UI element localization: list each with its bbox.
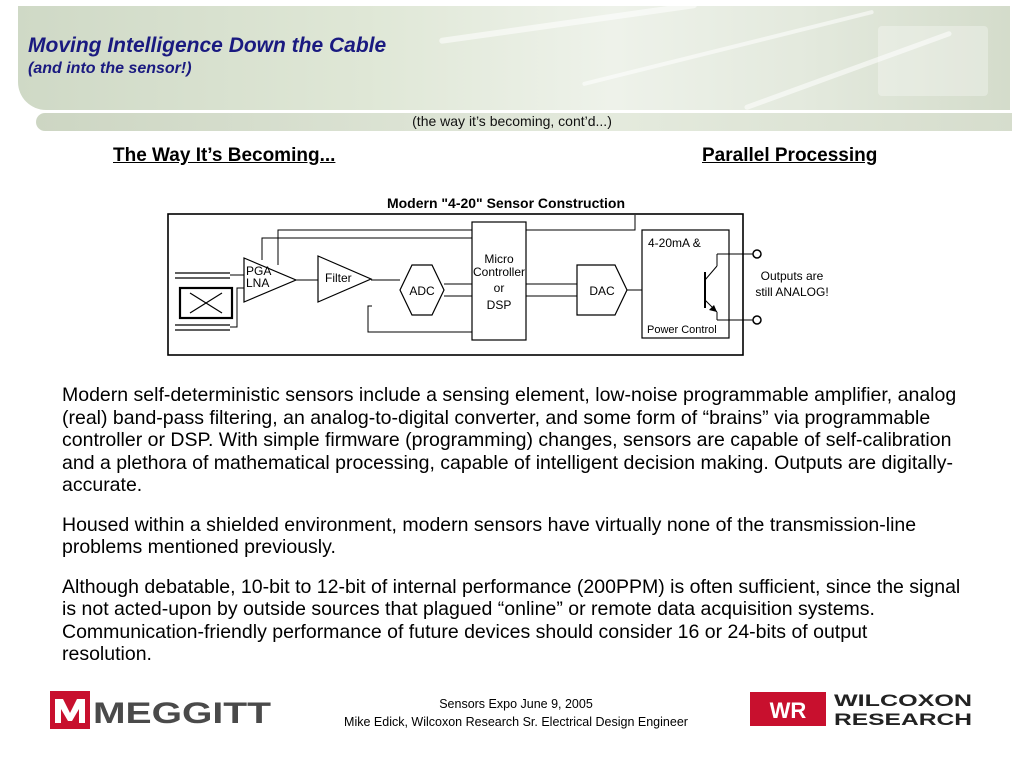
paragraph-1: Modern self-deterministic sensors includ… (62, 384, 957, 496)
filter-block (317, 255, 373, 303)
adc-label: ADC (409, 284, 435, 298)
left-section-heading: The Way It’s Becoming... (113, 145, 336, 166)
page-title: Moving Intelligence Down the Cable (28, 34, 387, 57)
page-subtitle: (and into the sensor!) (28, 60, 192, 77)
sensor-enclosure (167, 213, 744, 356)
sensor-block-diagram: PGA LNA Filter ADC Micro Controller or D… (167, 213, 829, 356)
wilcoxon-mark: WR (770, 698, 807, 723)
filter-label: Filter (325, 271, 352, 285)
current-loop-label-top: 4-20mA & (648, 236, 701, 250)
right-section-heading: Parallel Processing (702, 145, 878, 166)
footer-event: Sensors Expo June 9, 2005 (439, 697, 593, 711)
body-text: Modern self-deterministic sensors includ… (62, 384, 962, 683)
dac-label: DAC (589, 284, 615, 298)
footer-caption: Sensors Expo June 9, 2005 Mike Edick, Wi… (0, 695, 1024, 731)
paragraph-2: Housed within a shielded environment, mo… (62, 513, 917, 559)
meggitt-logo: MEGGITT (50, 691, 271, 730)
continuation-note: (the way it’s becoming, cont’d...) (412, 113, 612, 129)
dac-block (576, 264, 628, 316)
current-loop-block (641, 229, 730, 339)
adc-block (399, 264, 445, 316)
meggitt-logo-text: MEGGITT (93, 697, 271, 730)
header-banner (18, 6, 1010, 110)
banner-decoration (438, 6, 698, 45)
diagram-title: Modern "4-20" Sensor Construction (386, 195, 626, 211)
pga-label: PGA (246, 264, 271, 278)
outputs-note-line1: Outputs are (761, 269, 824, 283)
micro-controller-block (471, 221, 527, 341)
wilcoxon-text-line1: WILCOXON (834, 691, 972, 710)
paragraph-3: Although debatable, 10-bit to 12-bit of … (62, 575, 961, 666)
outputs-note-line2: still ANALOG! (755, 285, 828, 299)
micro-label-1: Micro (484, 252, 514, 266)
micro-label-2: Controller (473, 265, 525, 279)
wilcoxon-logo: WR WILCOXON RESEARCH (750, 691, 972, 728)
current-loop-label-bottom: Power Control (647, 324, 717, 336)
banner-decoration (878, 26, 988, 96)
output-terminal-negative (752, 315, 762, 325)
output-terminal-positive (752, 249, 762, 259)
wilcoxon-text-line2: RESEARCH (834, 710, 972, 728)
footer-presenter: Mike Edick, Wilcoxon Research Sr. Electr… (344, 715, 688, 729)
pga-lna-amplifier (243, 257, 298, 303)
header-subbar (36, 113, 1012, 131)
sensing-element (175, 272, 234, 331)
micro-label-3: or (494, 281, 505, 295)
micro-label-4: DSP (487, 298, 512, 312)
lna-label: LNA (246, 276, 269, 290)
